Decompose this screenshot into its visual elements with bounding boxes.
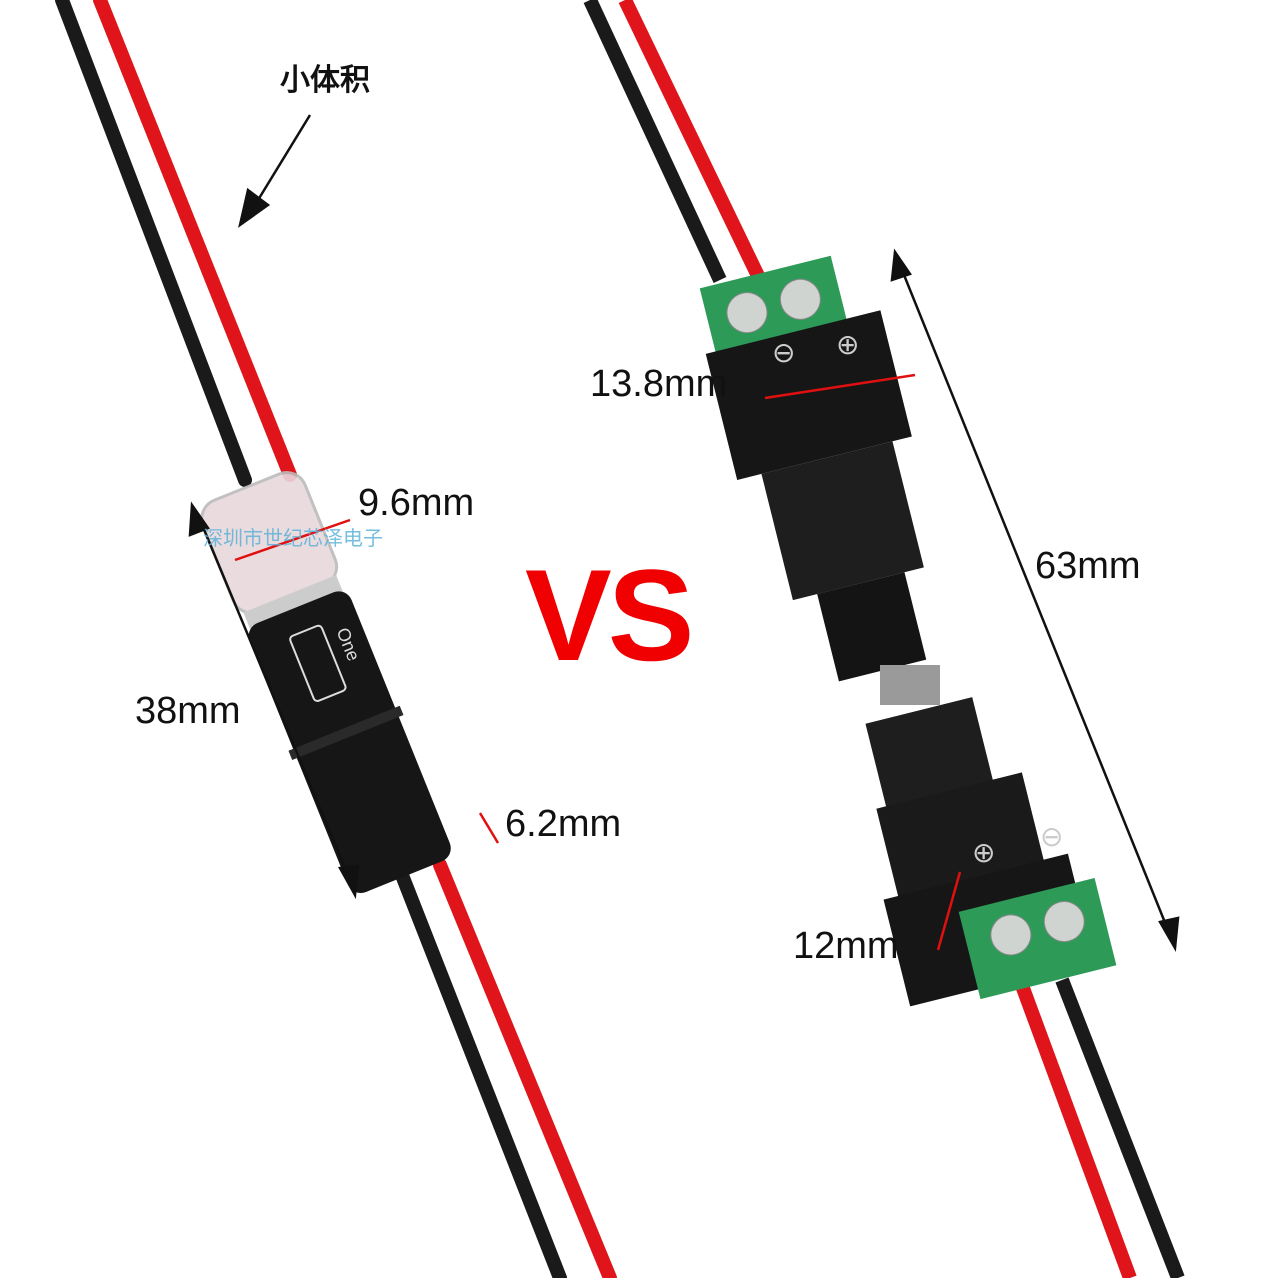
right-wire-pair xyxy=(583,0,1185,1278)
plus-terminal-icon: ⊕ xyxy=(836,329,860,360)
red-dimension-marks xyxy=(234,373,962,951)
dimension-6-2mm: 6.2mm xyxy=(505,803,622,845)
dimension-63mm: 63mm xyxy=(1035,545,1141,587)
dimension-38mm: 38mm xyxy=(135,690,241,732)
dimension-lines xyxy=(188,114,1180,952)
watermark: 深圳市世纪芯泽电子 xyxy=(203,526,383,550)
barrel-plug-metal xyxy=(880,665,940,705)
minus-terminal-icon-bottom: ⊖ xyxy=(1040,821,1064,852)
left-wire-pair xyxy=(55,0,617,1278)
dc-female-connector xyxy=(699,255,927,682)
dimension-13-8mm: 13.8mm xyxy=(590,363,728,405)
minus-terminal-icon: ⊖ xyxy=(772,337,796,368)
plus-terminal-icon-bottom: ⊕ xyxy=(972,837,996,868)
vs-label: VS xyxy=(525,542,694,688)
small-volume-label: 小体积 xyxy=(280,63,370,98)
dimension-12mm: 12mm xyxy=(793,925,899,967)
dc-male-connector xyxy=(865,697,1117,1007)
dimension-9-6mm: 9.6mm xyxy=(358,482,475,524)
compact-wire-connector xyxy=(200,471,451,893)
